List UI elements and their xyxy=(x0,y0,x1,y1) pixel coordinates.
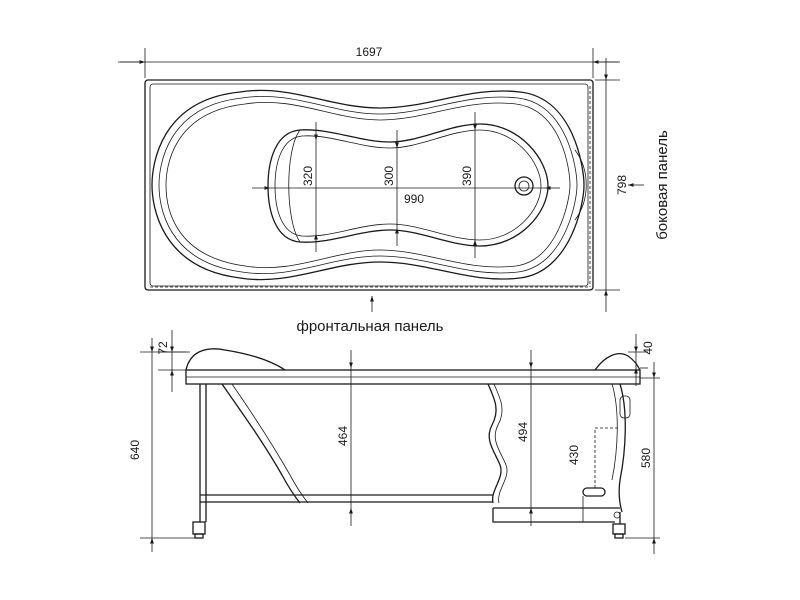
dim-494: 494 xyxy=(516,422,530,442)
dim-drain-height: 430 xyxy=(567,445,581,465)
dim-rim: 40 xyxy=(641,341,655,355)
top-view: 1697 798 990 320 300 390 боковая панель xyxy=(118,45,671,335)
dim-headrest: 72 xyxy=(156,341,170,355)
drain-pipe xyxy=(594,427,618,488)
headrest-left xyxy=(185,348,286,371)
side-view: 640 72 464 494 430 40 580 xyxy=(128,330,660,554)
bowl-outer xyxy=(151,89,585,281)
dim-total-height: 640 xyxy=(128,440,142,460)
dim-inner-length: 990 xyxy=(404,192,424,206)
drain-icon xyxy=(514,176,534,196)
dim-body-height: 580 xyxy=(639,448,653,468)
dim-300: 300 xyxy=(382,166,396,186)
bowl-inner xyxy=(267,123,549,247)
drain-outlet xyxy=(582,487,606,497)
side-panel-label: боковая панель xyxy=(654,130,671,240)
dim-320: 320 xyxy=(301,166,315,186)
headrest-right xyxy=(594,353,641,371)
foot-left xyxy=(192,521,206,535)
tub-outline-top xyxy=(144,79,594,291)
front-panel-label: фронтальная панель xyxy=(297,318,444,335)
dim-width: 798 xyxy=(615,175,629,195)
dim-464: 464 xyxy=(336,426,350,446)
dim-length: 1697 xyxy=(356,45,383,59)
dim-390: 390 xyxy=(460,166,474,186)
foot-right xyxy=(612,523,626,535)
